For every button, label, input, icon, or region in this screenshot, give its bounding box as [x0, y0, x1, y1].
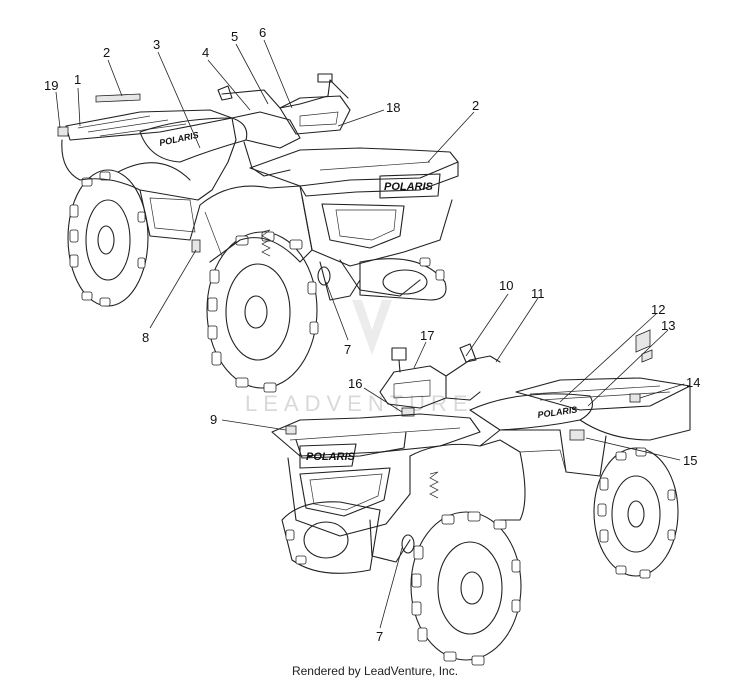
decal-15 [569, 429, 585, 441]
callout-16: 16 [348, 376, 362, 391]
front-logo-2: POLARIS [306, 451, 356, 463]
callout-5: 5 [231, 29, 238, 44]
decal-2-rear [95, 93, 141, 103]
callout-4: 4 [202, 45, 209, 60]
callout-18: 18 [386, 100, 400, 115]
seat-logo-2: POLARIS [537, 405, 578, 420]
callout-3: 3 [153, 37, 160, 52]
callout-2-front: 2 [472, 98, 479, 113]
callout-14: 14 [686, 375, 700, 390]
atv-top-front-right-wheel [359, 257, 447, 301]
callout-10: 10 [499, 278, 513, 293]
callout-12: 12 [651, 302, 665, 317]
decal-12 [635, 329, 651, 353]
callout-9: 9 [210, 412, 217, 427]
atv-top-front-wheel [206, 231, 319, 393]
front-logo: POLARIS [384, 181, 434, 193]
atv-top: POLARIS POLARIS [57, 73, 459, 393]
loose-decals [95, 93, 653, 363]
decal-14 [629, 393, 641, 403]
callout-15: 15 [683, 453, 697, 468]
callout-1: 1 [74, 72, 81, 87]
callout-13: 13 [661, 318, 675, 333]
watermark-text: LEADVENTURE [245, 391, 474, 416]
callout-8: 8 [142, 330, 149, 345]
callout-6: 6 [259, 25, 266, 40]
callout-11: 11 [531, 286, 545, 301]
callout-2: 2 [103, 45, 110, 60]
leader-lines [55, 39, 685, 629]
decal-13 [641, 349, 653, 363]
callout-7-bottom: 7 [376, 629, 383, 644]
callout-labels: 19 1 2 3 4 5 6 18 2 8 7 10 11 12 13 14 1… [44, 25, 700, 644]
atv-bottom-front-wheel [410, 511, 522, 666]
atv-bottom-rear-wheel [593, 447, 679, 579]
decal-8 [191, 239, 201, 253]
decal-19 [57, 126, 69, 137]
atv-top-rear-wheel [67, 169, 149, 307]
decal-9 [285, 425, 297, 435]
atv-bottom-front-right-wheel [281, 501, 381, 574]
callout-19: 19 [44, 78, 58, 93]
callout-17: 17 [420, 328, 434, 343]
callout-7-top: 7 [344, 342, 351, 357]
footer-credit: Rendered by LeadVenture, Inc. [291, 664, 459, 678]
